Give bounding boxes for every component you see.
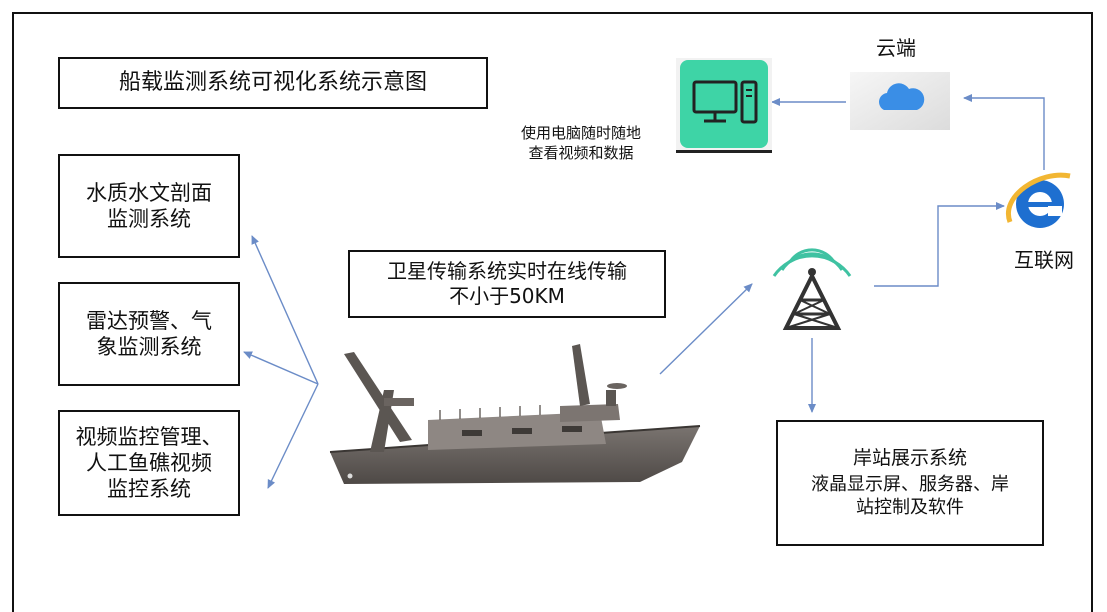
shore-station-box: 岸站展示系统 液晶显示屏、服务器、岸 站控制及软件 — [776, 420, 1044, 546]
radar-weather-system-label: 雷达预警、气 象监测系统 — [86, 308, 212, 359]
shore-station-title: 岸站展示系统 — [852, 446, 967, 469]
arrow-to-radar-weather — [243, 351, 319, 385]
satellite-transmission-label: 卫星传输系统实时在线传输 不小于50KM — [387, 259, 627, 308]
video-monitoring-system-label: 视频监控管理、 人工鱼礁视频 监控系统 — [75, 424, 223, 502]
title-box: 船载监测系统可视化系统示意图 — [58, 57, 488, 109]
cloud-icon — [850, 72, 950, 130]
arrow-to-water-quality — [251, 235, 319, 385]
arrow-tower-to-internet — [874, 202, 1005, 287]
computer-icon — [676, 58, 772, 153]
arrow-to-video-monitoring — [267, 383, 319, 489]
diagram-title: 船载监测系统可视化系统示意图 — [118, 70, 427, 96]
browser-icon — [1005, 172, 1071, 228]
water-quality-system-label: 水质水文剖面 监测系统 — [86, 180, 212, 231]
internet-label: 互联网 — [1014, 248, 1074, 272]
ship-icon — [329, 344, 701, 484]
video-monitoring-system-box: 视频监控管理、 人工鱼礁视频 监控系统 — [58, 410, 240, 516]
water-quality-system-box: 水质水文剖面 监测系统 — [58, 154, 240, 258]
shore-station-description: 液晶显示屏、服务器、岸 站控制及软件 — [811, 474, 1009, 518]
satellite-transmission-box: 卫星传输系统实时在线传输 不小于50KM — [348, 250, 666, 318]
computer-note: 使用电脑随时随地 查看视频和数据 — [520, 124, 641, 162]
radar-weather-system-box: 雷达预警、气 象监测系统 — [58, 282, 240, 386]
diagram-frame — [12, 12, 1093, 612]
ship-to-systems-arrows — [243, 94, 1045, 489]
arrow-internet-to-cloud — [963, 94, 1045, 170]
cloud-label: 云端 — [876, 36, 916, 60]
signal-tower-icon — [772, 248, 852, 330]
arrow-ship-to-tower — [659, 283, 753, 375]
